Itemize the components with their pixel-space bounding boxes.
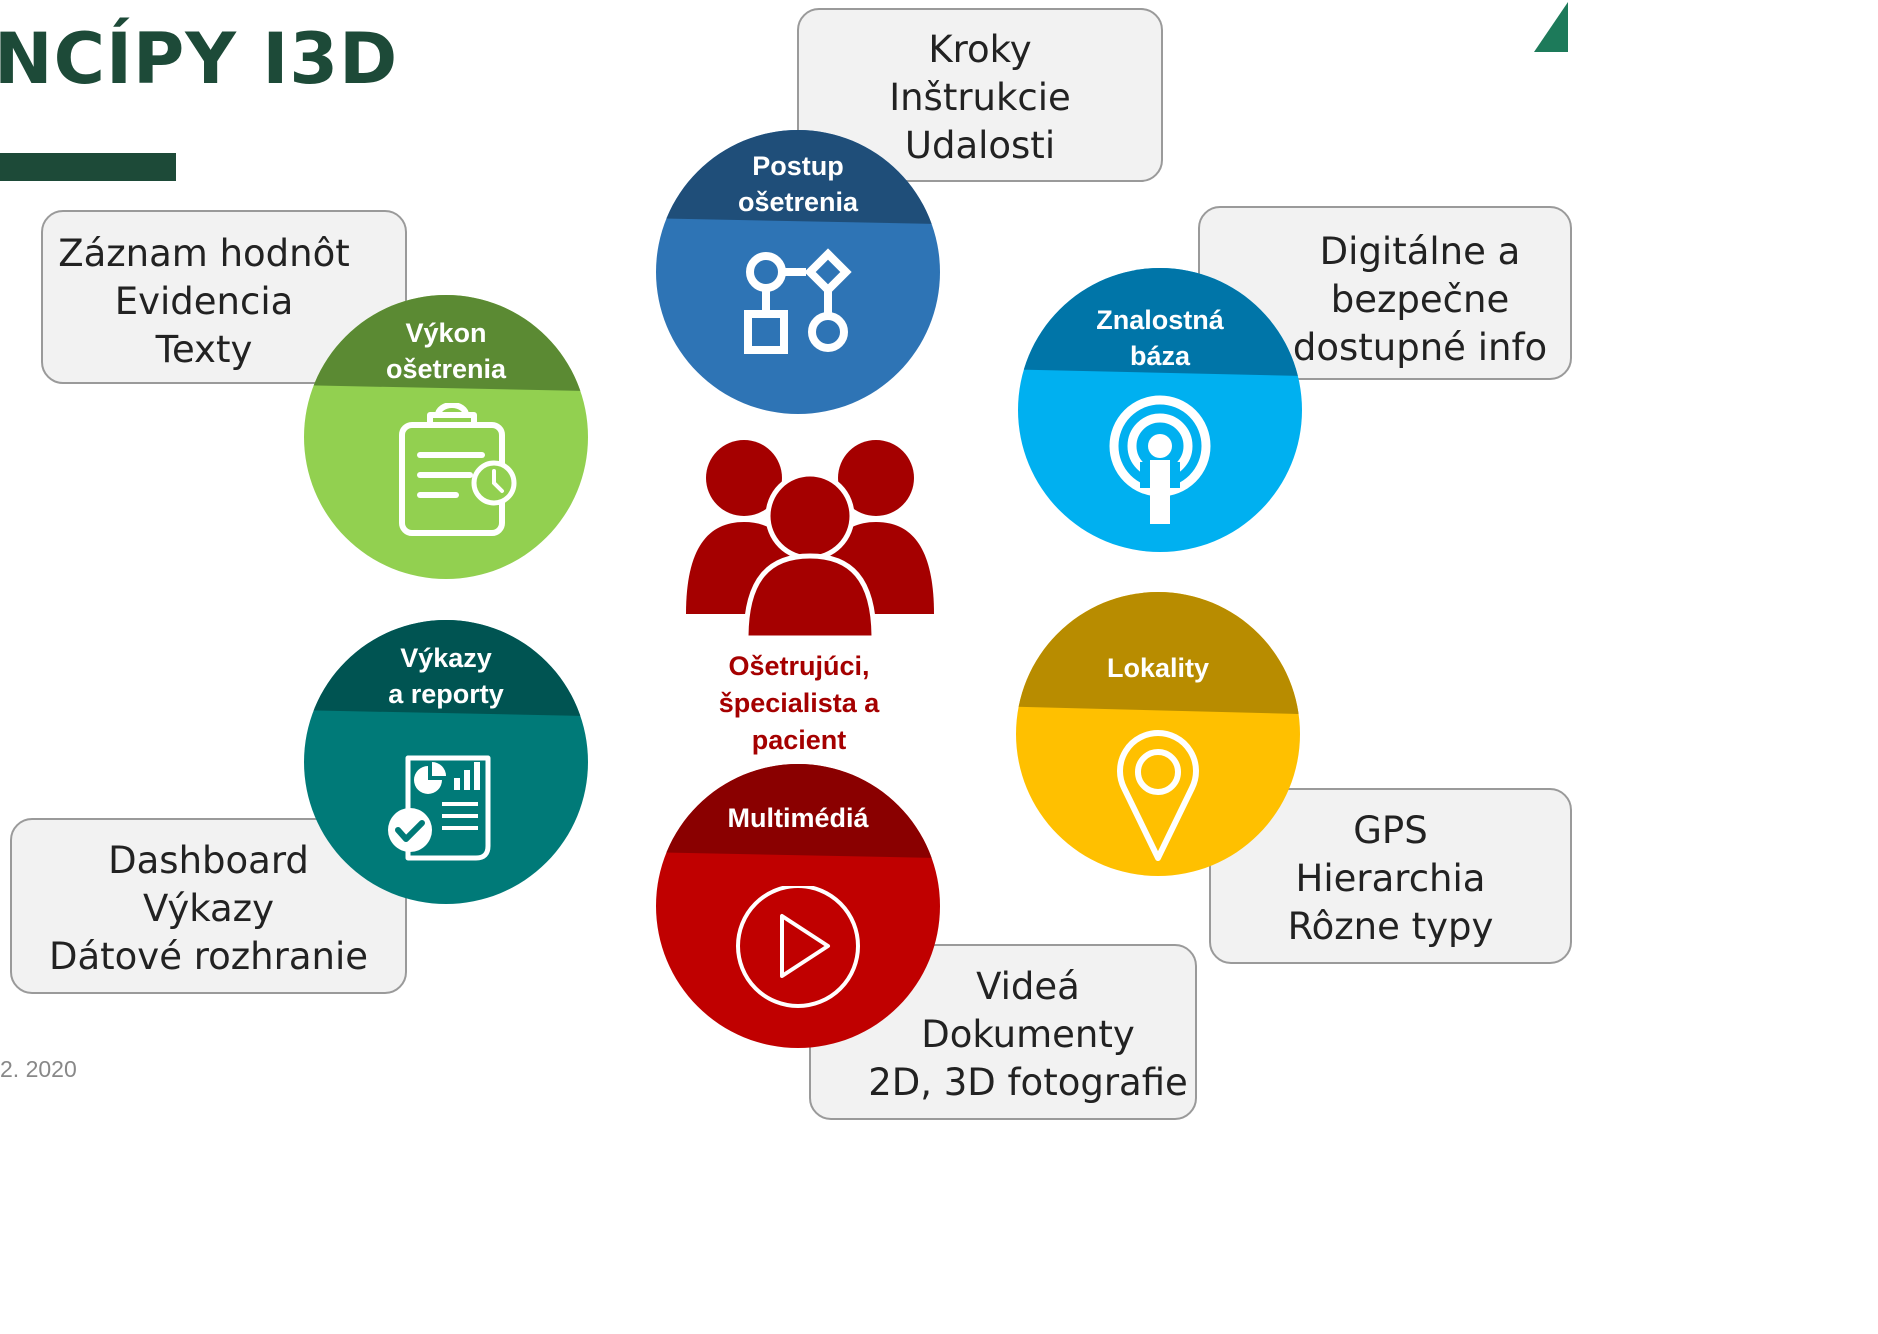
node-title-line: Znalostná: [1096, 305, 1224, 335]
detail-line: Dátové rozhranie: [48, 935, 369, 978]
node-title-line: ošetrenia: [385, 354, 507, 384]
detail-line: Videá: [976, 965, 1080, 1008]
play-icon: [736, 886, 860, 1008]
report-check-icon: [388, 755, 491, 861]
detail-line: Texty: [155, 328, 253, 371]
node-lokality: Lokality: [1016, 592, 1300, 876]
podcast-icon: [1109, 395, 1211, 524]
node-title-line: Postup: [752, 151, 844, 181]
node-title-line: báza: [1129, 341, 1190, 371]
node-title-line: ošetrenia: [737, 187, 859, 217]
center-label-line: Ošetrujúci,: [728, 651, 870, 681]
detail-line: Rôzne typy: [1287, 905, 1494, 948]
flowchart-icon: [744, 248, 852, 354]
people-group-icon: [686, 440, 934, 638]
node-title-line: Výkazy: [400, 643, 492, 673]
center-label-line: pacient: [751, 725, 847, 755]
node-header: Multimédiá: [656, 764, 940, 858]
detail-line: Výkazy: [143, 887, 274, 930]
center-label-line: špecialista a: [718, 688, 880, 718]
clipboard-clock-icon: [399, 403, 517, 536]
detail-line: Evidencia: [114, 280, 294, 323]
map-pin-icon: [1117, 730, 1199, 861]
title-underline: [0, 153, 176, 181]
node-znalostna-baza: Znalostná báza: [1018, 268, 1302, 552]
detail-line: Hierarchia: [1295, 857, 1486, 900]
node-vykon-osetrenia: Výkon ošetrenia: [304, 295, 588, 579]
node-header: Lokality: [1016, 592, 1300, 714]
center-label: Ošetrujúci, špecialista a pacient: [688, 648, 910, 759]
node-header: Znalostná báza: [1018, 268, 1302, 376]
detail-line: GPS: [1353, 809, 1428, 852]
node-vykazy-a-reporty: Výkazy a reporty: [304, 620, 588, 904]
detail-line: Kroky: [928, 28, 1032, 71]
detail-line: dostupné info: [1292, 326, 1548, 369]
detail-line: Inštrukcie: [889, 76, 1071, 119]
node-title-line: Výkon: [405, 318, 487, 348]
node-multimedia: Multimédiá: [656, 764, 940, 1048]
page-title: NCÍPY I3D: [0, 18, 399, 100]
node-title-line: Lokality: [1106, 653, 1210, 683]
node-title-line: Multimédiá: [727, 803, 869, 833]
brand-logo-icon: [1534, 2, 1568, 52]
detail-line: bezpečne: [1330, 278, 1510, 321]
detail-line: 2D, 3D fotografie: [868, 1061, 1188, 1104]
detail-line: Digitálne a: [1319, 230, 1521, 273]
detail-line: Dashboard: [108, 839, 309, 882]
node-header: Výkazy a reporty: [304, 620, 588, 716]
footer-date: 2. 2020: [0, 1056, 77, 1082]
node-title-line: a reporty: [388, 679, 504, 709]
node-header: Výkon ošetrenia: [304, 295, 588, 391]
node-header: Postup ošetrenia: [656, 130, 940, 224]
detail-line: Záznam hodnôt: [58, 232, 350, 275]
detail-line: Dokumenty: [921, 1013, 1135, 1056]
node-postup-osetrenia: Postup ošetrenia: [656, 130, 940, 414]
